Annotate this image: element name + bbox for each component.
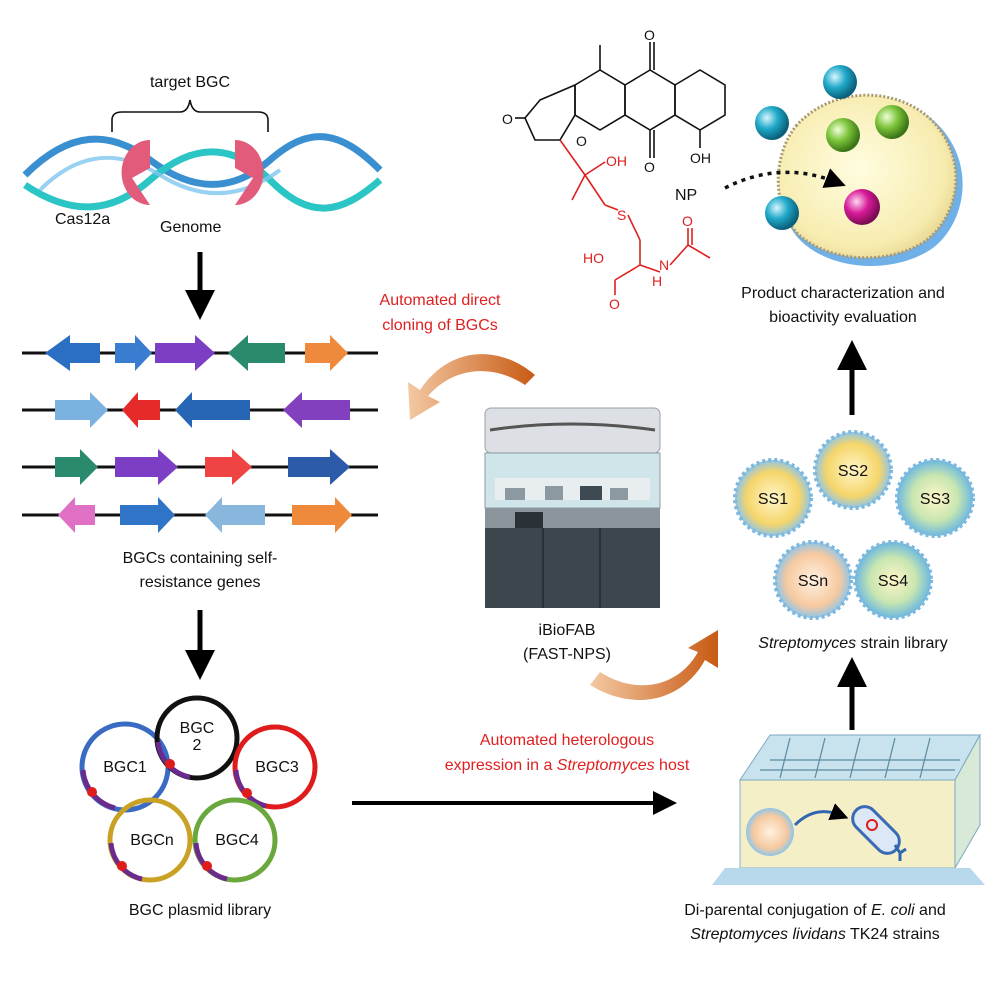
svg-text:H: H [652,273,662,289]
np-ball-teal-3 [765,196,799,230]
svg-text:O: O [576,133,587,149]
product-caption-line2: bioactivity evaluation [769,309,917,326]
svg-text:O: O [644,159,655,175]
bgc-caption-line2: resistance genes [140,574,261,591]
np-ball-pink [844,189,880,225]
plasmid-bgcn: BGCn [107,797,193,883]
molecule-side-chain [559,139,711,295]
svg-text:BGC: BGC [180,720,215,737]
cloning-label-line1: Automated direct [380,292,502,309]
svg-text:BGC4: BGC4 [215,832,259,849]
cas12a-right-icon [235,140,264,205]
svg-text:O: O [644,27,655,43]
svg-text:SS1: SS1 [758,491,788,508]
strain-ssn: SSn [773,540,853,620]
cas12a-label: Cas12a [55,211,110,228]
strain-ss1: SS1 [733,458,813,538]
product-caption-line1: Product characterization and [741,285,945,302]
bgc-caption-line1: BGCs containing self- [123,550,278,567]
strain-ss2: SS2 [813,430,893,510]
conjugation-plate-icon [712,733,985,885]
conjugation-line1: Di-parental conjugation of E. coli and [684,902,946,919]
expression-line2: expression in a Streptomyces host [445,757,690,774]
np-ball-teal-1 [823,65,857,99]
genome-dna [22,133,383,212]
bgc-gene-rows [22,335,378,533]
svg-text:BGC3: BGC3 [255,759,299,776]
svg-text:2: 2 [193,737,202,754]
plasmid-caption: BGC plasmid library [129,902,271,919]
expression-line1: Automated heterologous [480,732,654,749]
curved-arrow-to-bgcs [408,354,535,420]
strain-ss3: SS3 [895,458,975,538]
strain-library-caption: Streptomyces strain library [758,635,947,652]
target-brace [111,99,269,132]
svg-text:O: O [682,213,693,229]
curved-arrow-to-strains [590,630,718,700]
svg-text:N: N [659,257,669,273]
svg-text:SS3: SS3 [920,491,950,508]
strain-ss4: SS4 [853,540,933,620]
cell-icon [776,93,963,267]
svg-text:SS4: SS4 [878,573,908,590]
plasmid-bgc2: BGC 2 [154,695,240,781]
svg-text:SS2: SS2 [838,463,868,480]
svg-text:SSn: SSn [798,573,828,590]
target-bgc-label: target BGC [150,74,230,91]
svg-text:OH: OH [690,150,711,166]
plasmid-bgc4: BGC4 [192,797,278,883]
svg-text:BGC1: BGC1 [103,759,147,776]
svg-text:HO: HO [583,250,604,266]
plasmid-bgc3: BGC3 [232,724,318,810]
platform-name-line1: iBioFAB [539,622,596,639]
ibiofab-robot-icon [484,407,661,608]
np-ball-green-1 [826,118,860,152]
np-ball-green-2 [875,105,909,139]
platform-name-line2: (FAST-NPS) [523,646,611,663]
svg-text:S: S [617,207,626,223]
np-dotted-arrow [724,168,846,190]
molecule-structure [515,42,726,158]
genome-label: Genome [160,219,221,236]
svg-text:O: O [502,111,513,127]
cas12a-left-icon [121,140,150,205]
svg-text:O: O [609,296,620,312]
molecule-atom-labels: O O O O OH OH S HO O O N H [502,27,711,312]
svg-text:OH: OH [606,153,627,169]
svg-text:BGCn: BGCn [130,832,174,849]
np-ball-teal-2 [755,106,789,140]
np-label: NP [675,187,697,204]
conjugation-line2: Streptomyces lividans TK24 strains [690,926,940,943]
cloning-label-line2: cloning of BGCs [382,317,498,334]
